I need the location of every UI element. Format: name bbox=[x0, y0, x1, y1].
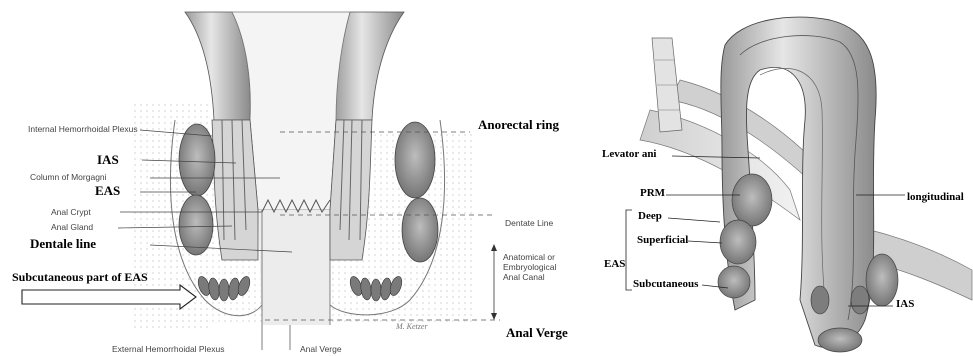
label-dentale-line: Dentale line bbox=[30, 236, 96, 252]
label-anal-verge: Anal Verge bbox=[506, 325, 568, 341]
label-anal-crypt: Anal Crypt bbox=[51, 207, 91, 217]
label-anal-verge-small: Anal Verge bbox=[300, 344, 342, 354]
label-column-of-morgagni: Column of Morgagni bbox=[30, 172, 107, 182]
label-external-hemorrhoidal-plexus: External Hemorrhoidal Plexus bbox=[112, 344, 224, 354]
label-eas-right: EAS bbox=[604, 258, 625, 270]
right-sagittal-drawing bbox=[626, 17, 972, 352]
label-ias-left: IAS bbox=[97, 152, 119, 168]
label-subcutaneous-part-of-eas: Subcutaneous part of EAS bbox=[12, 270, 148, 285]
artist-signature: M. Ketzer bbox=[396, 322, 428, 331]
label-deep: Deep bbox=[638, 210, 662, 222]
label-anatomical-anal-canal: Anatomical or Embryological Anal Canal bbox=[503, 252, 563, 282]
label-ias-right: IAS bbox=[896, 298, 914, 310]
label-anorectal-ring: Anorectal ring bbox=[478, 117, 559, 133]
label-prm: PRM bbox=[640, 187, 665, 199]
label-internal-hemorrhoidal-plexus: Internal Hemorrhoidal Plexus bbox=[28, 124, 138, 134]
label-levator-ani: Levator ani bbox=[602, 148, 657, 160]
label-superficial: Superficial bbox=[637, 234, 688, 246]
label-eas-left: EAS bbox=[95, 183, 120, 199]
label-longitudinal: longitudinal bbox=[907, 191, 964, 203]
label-subcutaneous: Subcutaneous bbox=[633, 278, 698, 290]
label-anal-gland: Anal Gland bbox=[51, 222, 93, 232]
label-dentate-line-small: Dentate Line bbox=[505, 218, 553, 228]
